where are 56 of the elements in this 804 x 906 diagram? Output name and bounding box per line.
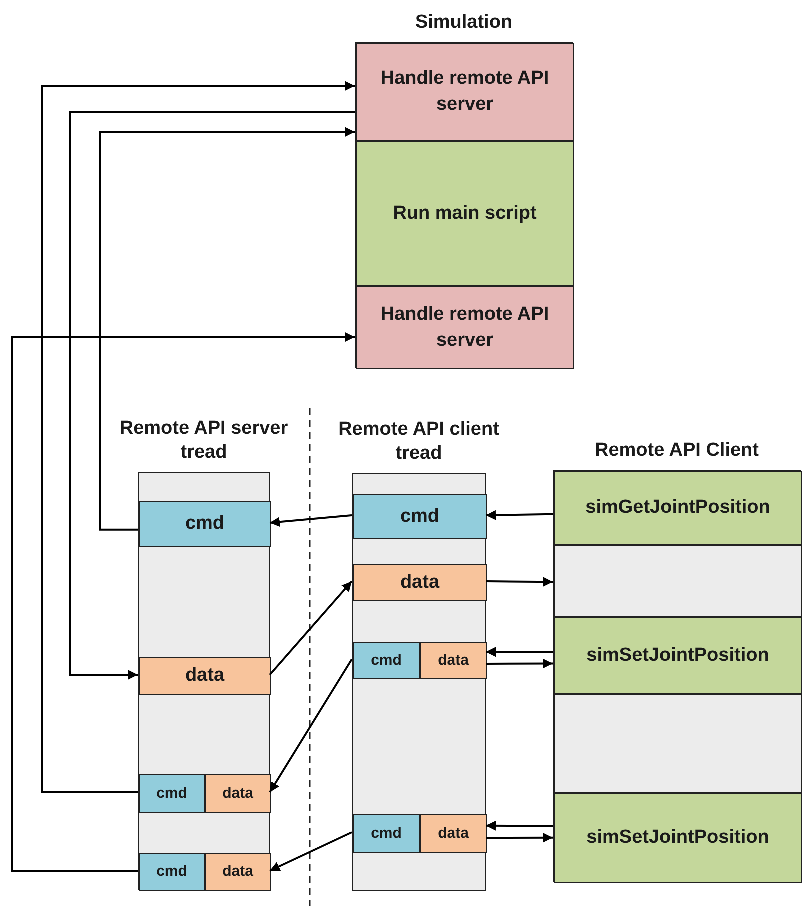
arrow: [269, 658, 353, 794]
block-box: [139, 853, 205, 891]
column-heading: Remote API Client: [595, 439, 759, 463]
block-box: [420, 642, 487, 679]
block-box: [353, 494, 487, 539]
block-box: [205, 853, 271, 891]
block-box: [554, 793, 802, 883]
block-label: Handle remote API server: [380, 67, 550, 117]
arrow: [486, 510, 554, 520]
arrow: [69, 112, 355, 680]
empty-block: [554, 545, 802, 617]
arrow: [269, 580, 353, 676]
block-label: cmd: [185, 512, 225, 536]
block-box: [554, 617, 802, 694]
block-label: cmd: [400, 504, 440, 528]
block-label: cmd: [156, 784, 188, 804]
block-label: simSetJointPosition: [586, 644, 770, 668]
arrow: [486, 647, 553, 658]
block-label: data: [222, 862, 254, 882]
block-label: cmd: [371, 824, 402, 844]
arrow: [486, 820, 553, 831]
block-label: data: [438, 650, 469, 670]
column-heading: Simulation: [415, 11, 513, 35]
arrow: [270, 832, 352, 872]
block-label: data: [400, 570, 440, 594]
arrow: [486, 832, 553, 843]
arrow: [11, 332, 355, 872]
column-heading: Remote API client tread: [338, 418, 500, 466]
block-label: data: [438, 824, 469, 844]
block-label: simSetJointPosition: [586, 826, 770, 850]
block-label: cmd: [371, 650, 402, 670]
block-box: [353, 642, 420, 679]
block-box: [356, 286, 574, 369]
block-label: Run main script: [393, 202, 537, 226]
arrow: [486, 577, 554, 588]
arrow: [41, 81, 355, 794]
block-box: [353, 814, 420, 853]
arrow: [99, 127, 355, 531]
block-label: data: [222, 784, 254, 804]
block-box: [139, 501, 271, 547]
block-box: [139, 774, 205, 813]
empty-block: [554, 694, 802, 793]
block-label: data: [185, 664, 225, 688]
block-box: [554, 471, 802, 545]
block-label: cmd: [156, 862, 188, 882]
block-box: [353, 564, 487, 601]
arrow: [270, 514, 352, 528]
block-label: Handle remote API server: [380, 302, 550, 352]
block-box: [205, 774, 271, 813]
arrow: [486, 658, 553, 669]
block-box: [420, 814, 487, 853]
block-label: simGetJointPosition: [586, 496, 770, 520]
column-heading: Remote API server tread: [119, 417, 289, 465]
block-box: [139, 657, 271, 695]
block-box: [356, 43, 574, 141]
block-box: [356, 141, 574, 286]
